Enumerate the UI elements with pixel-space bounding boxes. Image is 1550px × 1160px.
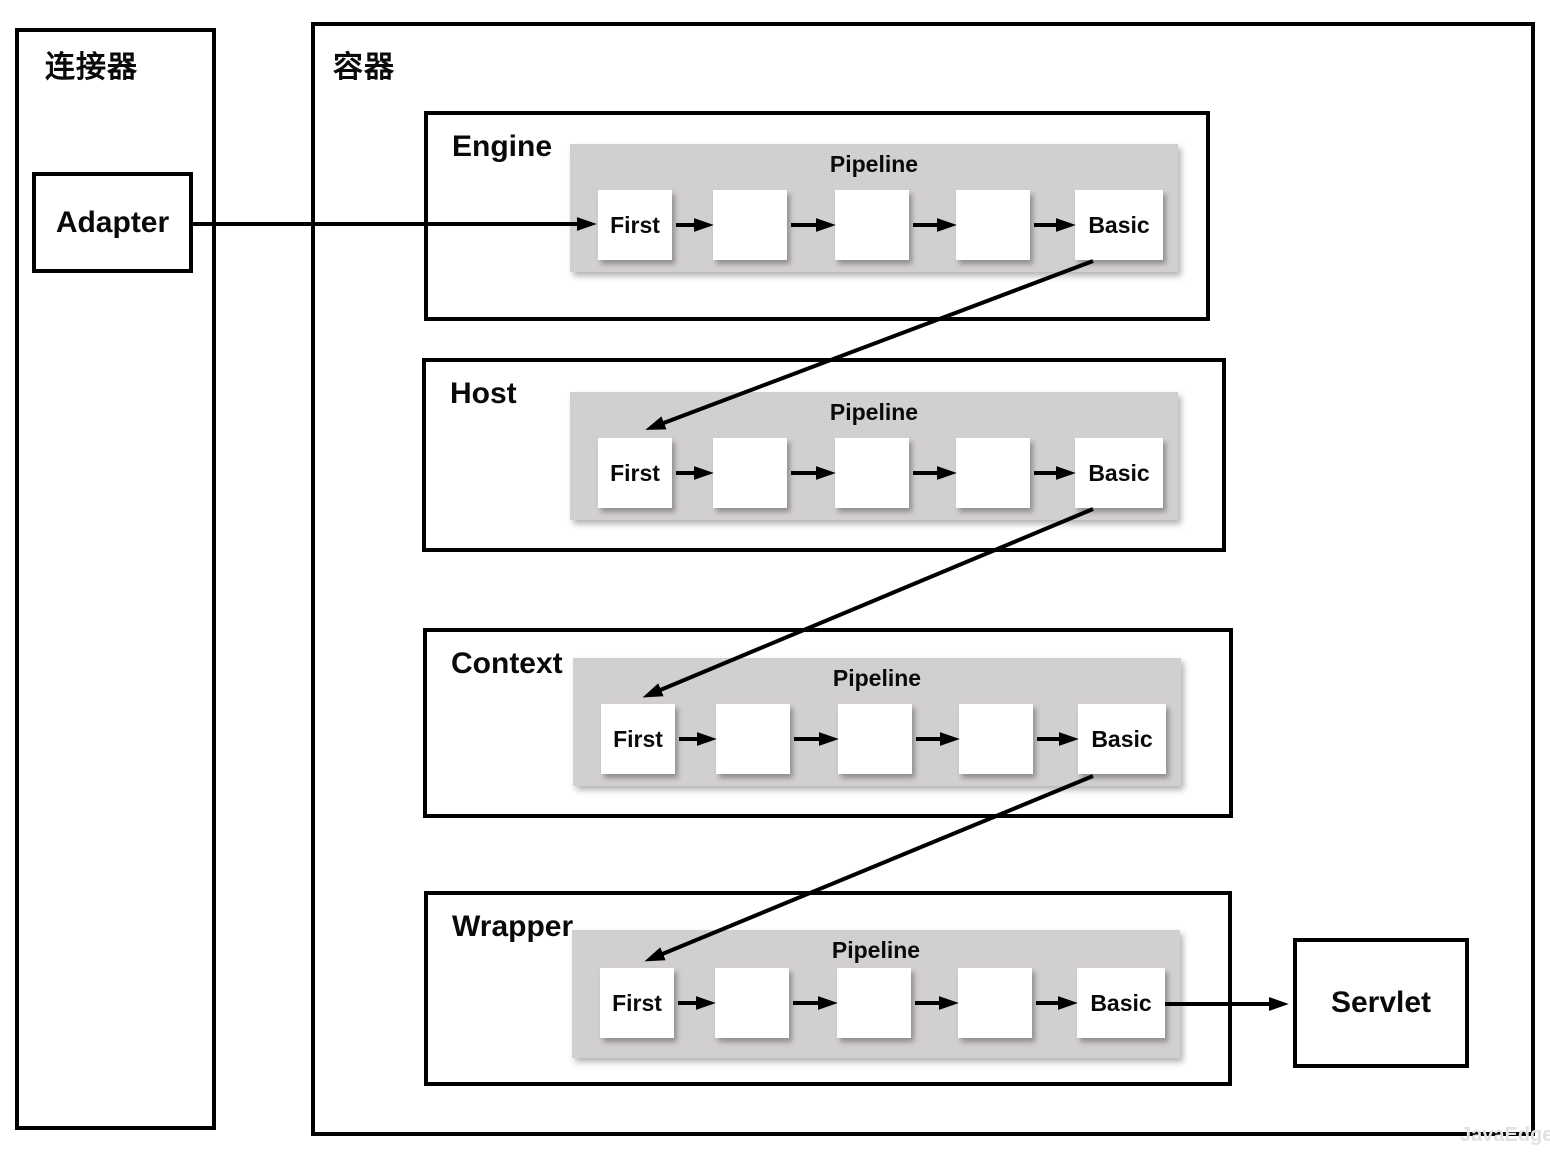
engine-valve-3 [835, 190, 909, 260]
context-valve-first: First [601, 704, 675, 774]
engine-valve-4 [956, 190, 1030, 260]
engine-pipeline-title: Pipeline [829, 151, 919, 177]
servlet-node: Servlet [1293, 938, 1469, 1068]
servlet-label: Servlet [1330, 986, 1432, 1019]
container-box [311, 22, 1535, 1136]
context-valve-2 [716, 704, 790, 774]
wrapper-label: Wrapper [452, 910, 574, 943]
host-valve-4 [956, 438, 1030, 508]
context-valve-3 [838, 704, 912, 774]
wrapper-pipeline: Pipeline First Basic [572, 930, 1180, 1058]
host-pipeline: Pipeline First Basic [570, 392, 1178, 520]
context-label: Context [451, 647, 563, 680]
engine-pipeline: Pipeline First Basic [570, 144, 1178, 272]
connector-box [15, 28, 216, 1130]
watermark: JavaEdge [1460, 1124, 1550, 1146]
wrapper-pipeline-title: Pipeline [831, 937, 921, 963]
host-pipeline-title: Pipeline [829, 399, 919, 425]
container-title: 容器 [333, 51, 395, 84]
wrapper-valve-4 [958, 968, 1032, 1038]
context-pipeline: Pipeline First Basic [573, 658, 1181, 786]
host-valve-2 [713, 438, 787, 508]
engine-label: Engine [452, 130, 553, 163]
wrapper-valve-first: First [600, 968, 674, 1038]
context-valve-basic: Basic [1078, 704, 1166, 774]
connector-title: 连接器 [45, 51, 138, 84]
host-valve-first: First [598, 438, 672, 508]
wrapper-valve-basic: Basic [1077, 968, 1165, 1038]
engine-valve-basic: Basic [1075, 190, 1163, 260]
engine-valve-2 [713, 190, 787, 260]
wrapper-valve-2 [715, 968, 789, 1038]
wrapper-valve-3 [837, 968, 911, 1038]
host-label: Host [450, 377, 517, 410]
context-valve-4 [959, 704, 1033, 774]
host-valve-basic: Basic [1075, 438, 1163, 508]
context-pipeline-title: Pipeline [832, 665, 922, 691]
engine-valve-first: First [598, 190, 672, 260]
adapter-label: Adapter [55, 205, 170, 239]
adapter-node: Adapter [32, 172, 193, 273]
host-valve-3 [835, 438, 909, 508]
